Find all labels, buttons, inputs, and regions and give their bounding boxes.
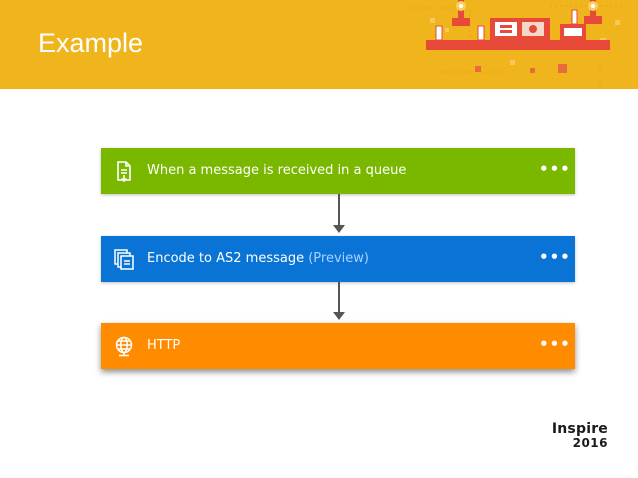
globe-icon [115,336,133,357]
preview-tag: (Preview) [308,251,369,266]
step-menu-button[interactable]: ••• [539,248,571,266]
slide-header: Example [0,0,638,89]
step-title-text: Encode to AS2 message [147,251,305,266]
trigger-step-queue[interactable]: When a message is received in a queue ••… [101,148,575,194]
brand-name: Inspire [551,421,608,437]
slide-title: Example [38,28,144,58]
step-title: When a message is received in a queue [147,163,407,178]
brand-year: 2016 [572,436,608,450]
step-title: Encode to AS2 message (Preview) [147,250,369,268]
action-step-as2-encode[interactable]: Encode to AS2 message (Preview) ••• [101,236,575,282]
factory-illustration [410,0,630,88]
queue-message-icon [117,161,131,183]
inspire-logo: Inspire 2016 [552,422,608,450]
as2-encode-icon [114,249,134,270]
step-menu-button[interactable]: ••• [539,160,571,178]
flow-connector-arrow [333,194,345,233]
action-step-http[interactable]: HTTP ••• [101,323,575,369]
flow-connector-arrow [333,282,345,320]
step-menu-button[interactable]: ••• [539,335,571,353]
step-title: HTTP [147,338,181,353]
